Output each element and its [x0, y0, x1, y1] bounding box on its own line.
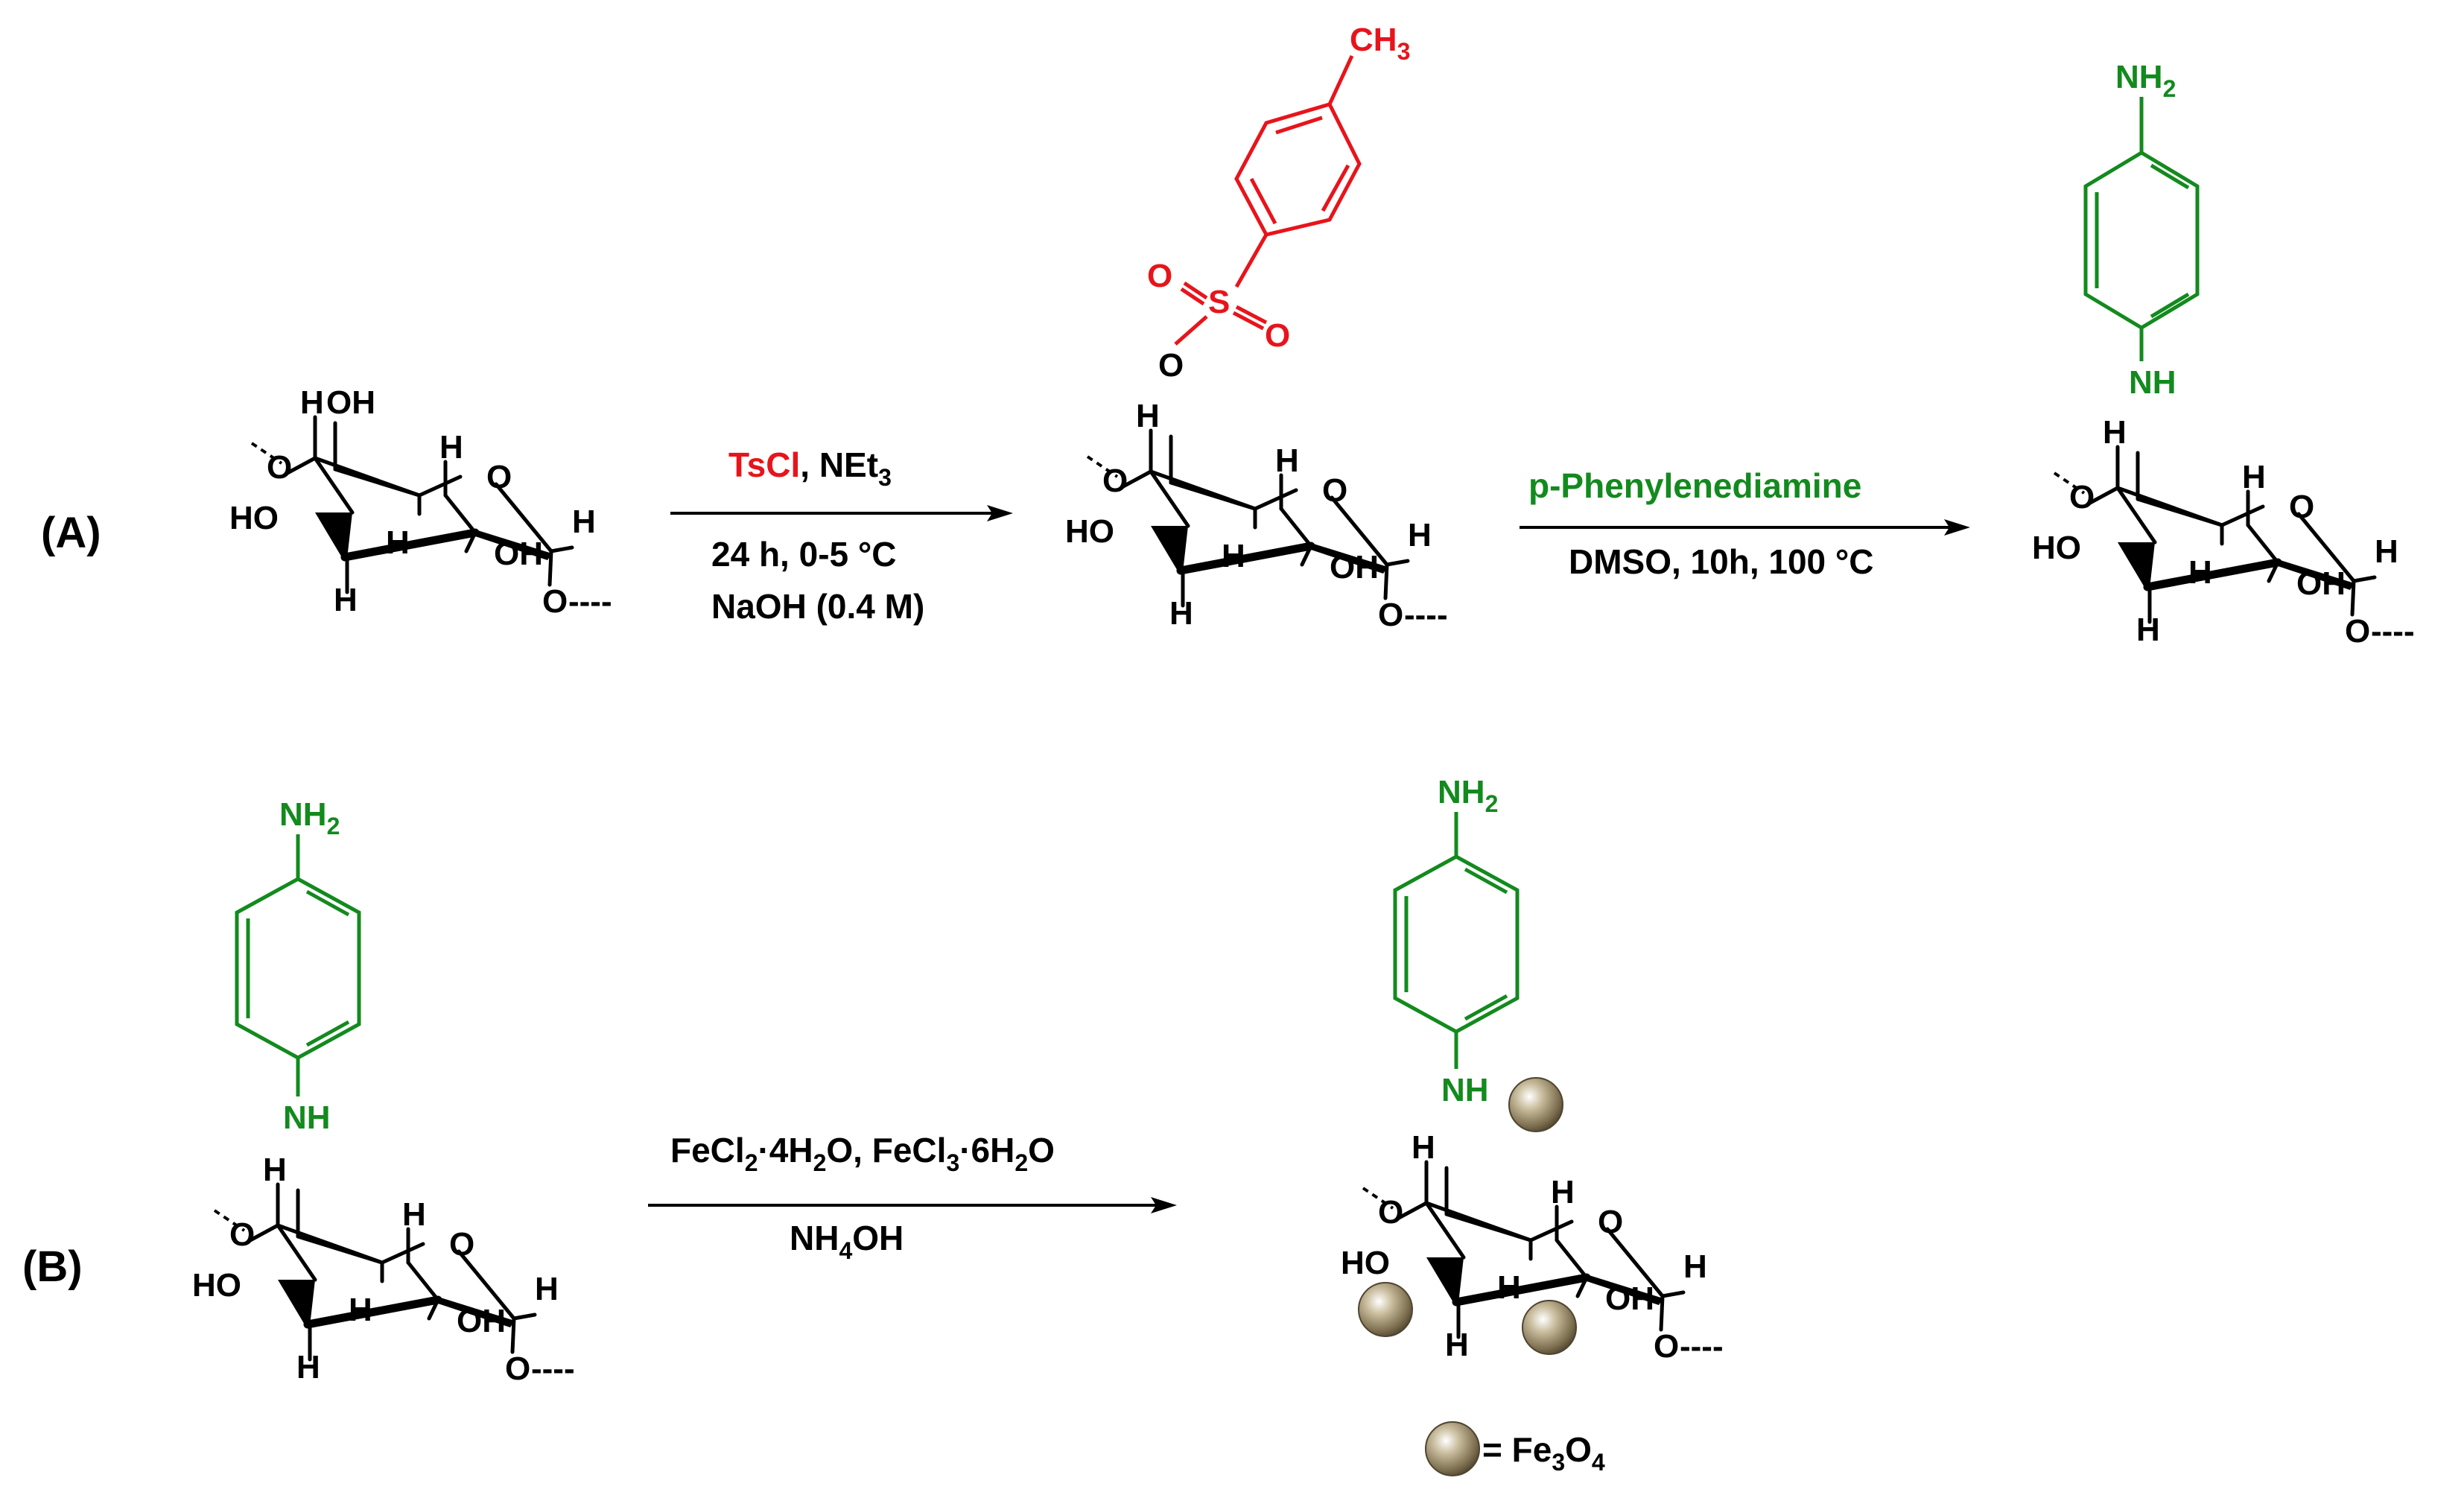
- svg-text:H: H: [1683, 1248, 1707, 1285]
- svg-text:H: H: [1222, 538, 1245, 574]
- svg-text:NH2: NH2: [1438, 774, 1498, 817]
- svg-text:NH4OH: NH4OH: [790, 1219, 904, 1264]
- svg-text:S: S: [1208, 284, 1230, 320]
- glucose-unit-structure: HO H OH H H O ---- O H OH H O: [229, 384, 612, 620]
- svg-text:HO: HO: [2032, 530, 2081, 566]
- fe3o4-nanoparticle-legend-icon: [1425, 1421, 1480, 1476]
- svg-text:O: O: [505, 1350, 530, 1387]
- svg-text:O: O: [2069, 479, 2095, 515]
- svg-text:H: H: [300, 384, 324, 421]
- svg-text:O: O: [1654, 1328, 1679, 1365]
- svg-text:O: O: [2345, 613, 2370, 650]
- svg-text:H: H: [439, 429, 463, 466]
- panel-b-label: (B): [22, 1242, 83, 1291]
- svg-text:HO: HO: [192, 1267, 241, 1304]
- svg-text:TsCl, NEt3: TsCl, NEt3: [728, 445, 892, 491]
- svg-text:H: H: [2188, 554, 2212, 591]
- svg-text:O: O: [1378, 597, 1403, 633]
- reaction-arrow-2: p-Phenylenediamine DMSO, 10h, 100 °C: [1520, 466, 1970, 581]
- legend: = Fe3O4: [1425, 1421, 1605, 1476]
- svg-text:H: H: [572, 504, 596, 540]
- svg-text:H: H: [263, 1152, 287, 1188]
- svg-text:H: H: [1412, 1129, 1435, 1166]
- fe3o4-nanoparticle: [1358, 1282, 1413, 1337]
- svg-text:O: O: [229, 1216, 255, 1253]
- svg-text:O: O: [486, 459, 512, 495]
- svg-text:OH: OH: [1330, 549, 1379, 585]
- svg-text:----: ----: [531, 1350, 575, 1387]
- svg-text:O: O: [1378, 1194, 1403, 1231]
- svg-text:H: H: [2242, 459, 2266, 495]
- svg-text:H: H: [2103, 414, 2127, 451]
- fe3o4-composite-structure: HO H OH H H O ---- O H H O NH NH2: [1341, 774, 1724, 1365]
- fe3o4-nanoparticle: [1522, 1300, 1577, 1355]
- svg-text:= Fe3O4: = Fe3O4: [1482, 1430, 1605, 1476]
- svg-text:NH: NH: [283, 1099, 331, 1136]
- svg-text:CH3: CH3: [1350, 22, 1410, 65]
- reaction-arrow-1: TsCl, NEt3 24 h, 0-5 °C NaOH (0.4 M): [670, 445, 1013, 626]
- svg-text:NH: NH: [1441, 1072, 1489, 1108]
- svg-text:O: O: [2289, 489, 2314, 525]
- arrow1-conditions-2: NaOH (0.4 M): [711, 587, 924, 626]
- svg-text:H: H: [1445, 1327, 1469, 1363]
- svg-text:H: H: [2375, 533, 2398, 570]
- svg-text:O: O: [1265, 317, 1290, 354]
- svg-text:H: H: [1275, 442, 1299, 479]
- tosylated-unit-structure: HO H OH H H O ---- O H H O O O: [1065, 22, 1448, 633]
- svg-text:H: H: [1169, 595, 1193, 632]
- svg-text:O: O: [267, 449, 292, 486]
- svg-text:OH: OH: [1605, 1280, 1654, 1317]
- svg-text:NH2: NH2: [279, 796, 340, 839]
- arrow2-reagent: p-Phenylenediamine: [1528, 466, 1861, 505]
- svg-text:H: H: [1551, 1174, 1575, 1210]
- amine-unit-structure-a: HO H OH H H O ---- O H H O NH NH2: [2032, 59, 2415, 650]
- svg-text:HO: HO: [1065, 513, 1114, 550]
- svg-text:----: ----: [1404, 597, 1448, 633]
- svg-text:NH2: NH2: [2115, 59, 2176, 102]
- svg-text:OH: OH: [457, 1303, 506, 1339]
- svg-text:----: ----: [568, 583, 612, 620]
- amine-unit-structure-b: HO H OH H H O ---- O H H O NH NH2: [192, 796, 575, 1387]
- svg-text:O: O: [449, 1226, 474, 1263]
- svg-text:O: O: [1598, 1204, 1623, 1240]
- svg-text:OH: OH: [326, 384, 375, 421]
- svg-text:H: H: [386, 524, 410, 561]
- svg-text:H: H: [1136, 398, 1160, 434]
- svg-text:H: H: [296, 1349, 320, 1386]
- arrow1-conditions-1: 24 h, 0-5 °C: [711, 535, 897, 574]
- fe3o4-nanoparticle: [1508, 1077, 1563, 1132]
- svg-text:O: O: [542, 583, 568, 620]
- svg-text:H: H: [1408, 517, 1432, 553]
- svg-text:O: O: [1158, 347, 1184, 384]
- svg-text:OH: OH: [494, 536, 543, 572]
- svg-text:H: H: [334, 582, 358, 618]
- svg-text:HO: HO: [229, 500, 279, 536]
- svg-text:O: O: [1147, 258, 1172, 294]
- svg-text:H: H: [1497, 1269, 1521, 1306]
- svg-text:O: O: [1102, 463, 1128, 499]
- panel-a-label: (A): [41, 509, 101, 557]
- svg-text:OH: OH: [2296, 565, 2346, 602]
- svg-text:O: O: [1322, 472, 1347, 509]
- arrow2-conditions: DMSO, 10h, 100 °C: [1569, 542, 1874, 581]
- svg-text:HO: HO: [1341, 1245, 1390, 1281]
- svg-text:H: H: [535, 1271, 559, 1307]
- svg-text:NH: NH: [2129, 364, 2176, 401]
- svg-text:----: ----: [1680, 1328, 1724, 1365]
- svg-text:FeCl2·4H2O, FeCl3·6H2O: FeCl2·4H2O, FeCl3·6H2O: [670, 1131, 1055, 1176]
- svg-text:----: ----: [2371, 613, 2415, 650]
- reaction-arrow-b: FeCl2·4H2O, FeCl3·6H2O NH4OH: [648, 1131, 1177, 1264]
- svg-text:H: H: [349, 1292, 372, 1328]
- svg-text:H: H: [2136, 612, 2160, 648]
- svg-text:H: H: [402, 1196, 426, 1233]
